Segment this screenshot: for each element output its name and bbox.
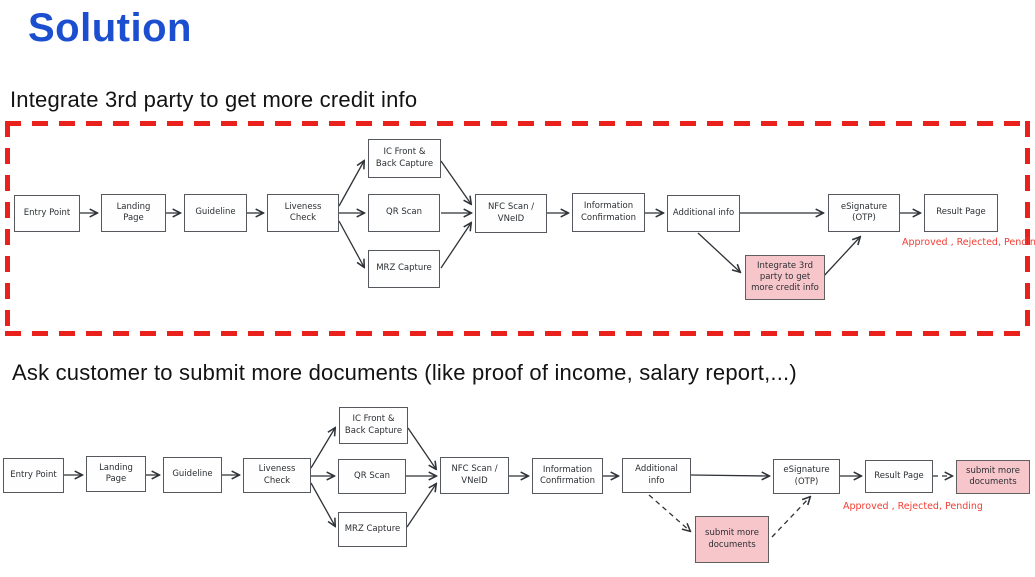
flow1-node-nfc-scan-vneid: NFC Scan / VNeID	[475, 194, 547, 233]
flow2-status-text: Approved , Rejected, Pending	[843, 501, 983, 512]
flow2-node-additional-info: Additional info	[622, 458, 691, 493]
flow2-node-landing-page: Landing Page	[86, 456, 146, 492]
flow2-node-submit-more-documents-end: submit more documents	[956, 460, 1030, 494]
flow2-node-submit-more-documents: submit more documents	[695, 516, 769, 563]
red-dash-frame-top	[5, 121, 1030, 126]
flow2-node-esignature-otp: eSignature (OTP)	[773, 459, 840, 494]
page-title: Solution	[28, 6, 192, 50]
flow1-node-ic-front-back-capture: IC Front & Back Capture	[368, 139, 441, 178]
flow1-node-liveness-check: Liveness Check	[267, 194, 339, 232]
flow1-node-qr-scan: QR Scan	[368, 194, 440, 232]
red-dash-frame-left	[5, 121, 10, 336]
flow1-node-additional-info: Additional info	[667, 195, 740, 232]
flow2-node-information-confirmation: Information Confirmation	[532, 458, 603, 494]
red-dash-frame-bottom	[5, 331, 1030, 336]
flow1-node-result-page: Result Page	[924, 194, 998, 232]
flow2-node-guideline: Guideline	[163, 457, 222, 493]
flow2-node-qr-scan: QR Scan	[338, 459, 406, 494]
flow2-node-entry-point: Entry Point	[3, 458, 64, 493]
flow1-node-landing-page: Landing Page	[101, 194, 166, 232]
flow1-node-mrz-capture: MRZ Capture	[368, 250, 440, 288]
flow2-node-result-page: Result Page	[865, 460, 933, 493]
flow1-node-information-confirmation: Information Confirmation	[572, 193, 645, 232]
flow1-node-guideline: Guideline	[184, 194, 247, 232]
flow2-node-ic-front-back-capture: IC Front & Back Capture	[339, 407, 408, 444]
section-2-heading: Ask customer to submit more documents (l…	[12, 360, 797, 385]
flow2-node-liveness-check: Liveness Check	[243, 458, 311, 493]
flow1-node-entry-point: Entry Point	[14, 195, 80, 232]
flow2-node-nfc-scan-vneid: NFC Scan / VNeID	[440, 457, 509, 494]
section-1-heading: Integrate 3rd party to get more credit i…	[10, 87, 418, 112]
flow2-node-mrz-capture: MRZ Capture	[338, 512, 407, 547]
red-dash-frame-right	[1025, 121, 1030, 336]
flow1-node-esignature-otp: eSignature (OTP)	[828, 194, 900, 232]
flow1-node-integrate-3rd-party: Integrate 3rd party to get more credit i…	[745, 255, 825, 300]
flow1-status-text: Approved , Rejected, Pending	[902, 237, 1035, 248]
